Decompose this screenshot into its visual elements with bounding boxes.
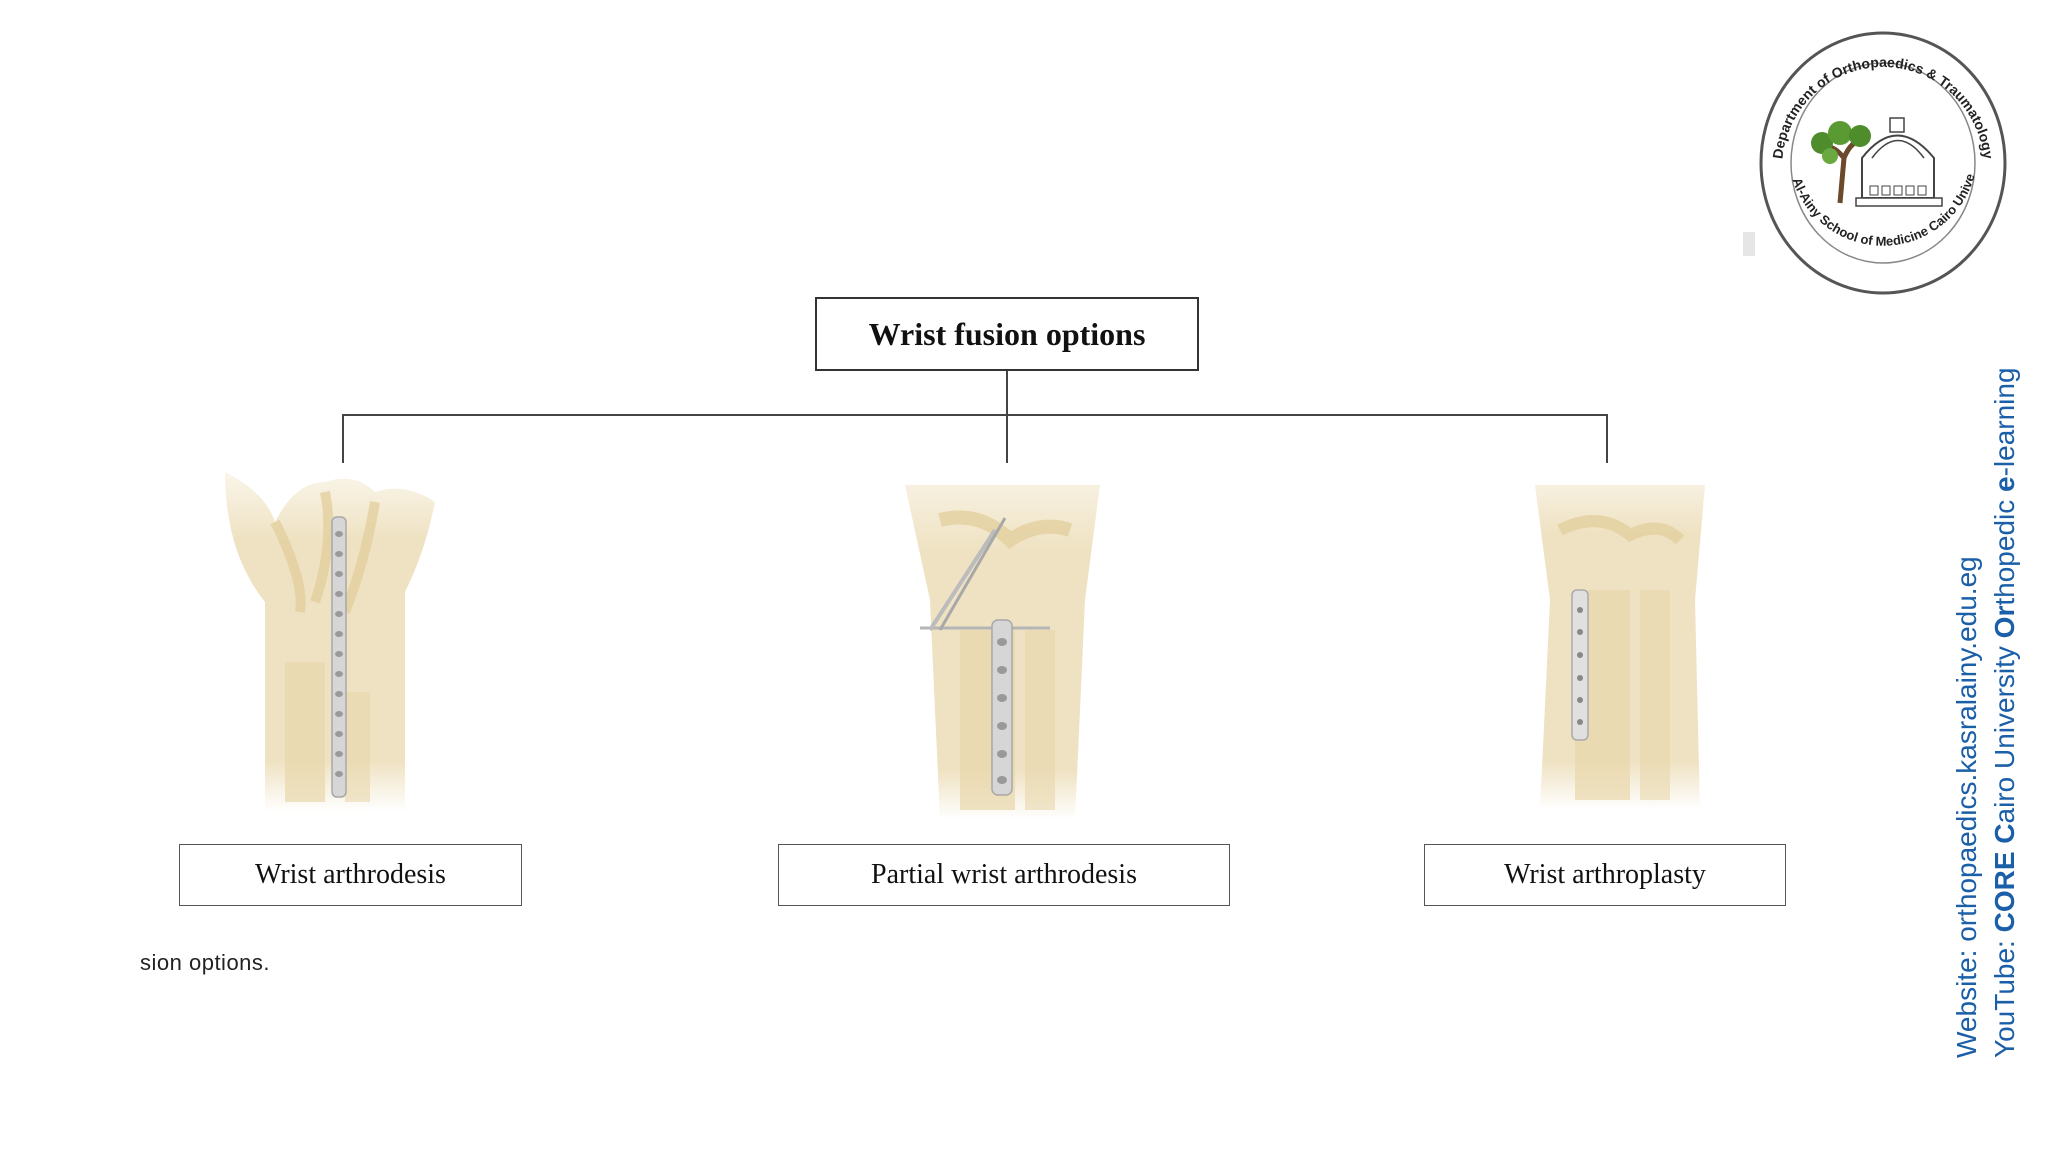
- root-node: Wrist fusion options: [815, 297, 1199, 371]
- leaf-label: Wrist arthroplasty: [1504, 859, 1706, 890]
- side-banner: Website: orthopaedics.kasralainy.edu.eg …: [1948, 258, 2024, 1058]
- website-line[interactable]: Website: orthopaedics.kasralainy.edu.eg: [1951, 556, 1982, 1058]
- faint-mark: [1743, 232, 1755, 256]
- department-logo: Department of Orthopaedics & Traumatolog…: [1752, 28, 2007, 295]
- wrist-arthrodesis-illustration: [225, 472, 435, 812]
- partial-wrist-arthrodesis-illustration: [905, 485, 1100, 820]
- leaf-label: Partial wrist arthrodesis: [871, 859, 1137, 890]
- leaf-node-partial-wrist-arthrodesis: Partial wrist arthrodesis: [778, 844, 1230, 906]
- figure-caption-fragment: sion options.: [140, 950, 271, 975]
- tree-icon: [1811, 121, 1871, 204]
- building-icon: [1855, 117, 1943, 207]
- leaf-node-wrist-arthroplasty: Wrist arthroplasty: [1424, 844, 1786, 906]
- wrist-arthroplasty-illustration: [1535, 485, 1705, 810]
- root-label: Wrist fusion options: [868, 315, 1146, 352]
- leaf-label: Wrist arthrodesis: [255, 859, 446, 890]
- youtube-line[interactable]: YouTube: CORE Cairo University Orthopedi…: [1989, 367, 2020, 1058]
- leaf-node-wrist-arthrodesis: Wrist arthrodesis: [179, 844, 522, 906]
